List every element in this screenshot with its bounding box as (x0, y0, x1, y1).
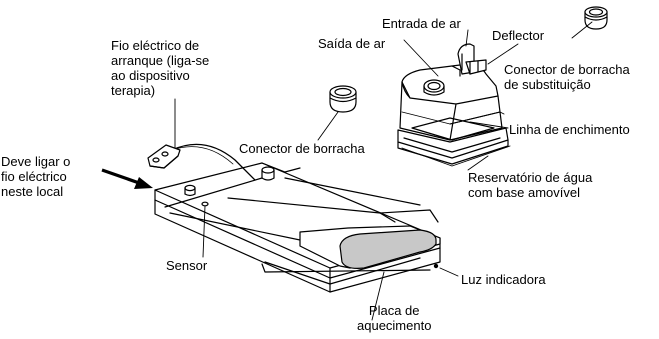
label-deflector: Deflector (492, 28, 545, 43)
leader-lines (174, 21, 593, 321)
rubber-connector (329, 85, 357, 113)
heater-plate (299, 225, 441, 269)
label-air-outlet: Saída de ar (318, 36, 386, 51)
label-air-inlet: Entrada de ar (382, 16, 461, 31)
label-power-cable: Fio eléctrico de arranque (liga-se ao di… (111, 38, 210, 98)
label-rubber-connector: Conector de borracha (239, 141, 365, 156)
label-sensor: Sensor (166, 258, 208, 273)
label-replacement-connector: Conector de borracha de substituição (504, 62, 630, 92)
label-water-reservoir: Reservatório de água com base amovível (468, 170, 593, 200)
label-fill-line: Linha de enchimento (509, 122, 630, 137)
water-reservoir (397, 43, 511, 167)
replacement-connector (584, 6, 608, 30)
label-indicator-light: Luz indicadora (461, 272, 546, 287)
label-heater-plate: Placa de aquecimento (357, 303, 432, 333)
label-connect-here: Deve ligar o fio eléctrico neste local (1, 154, 71, 199)
arrow-icon (101, 168, 153, 189)
power-cable (147, 143, 256, 181)
